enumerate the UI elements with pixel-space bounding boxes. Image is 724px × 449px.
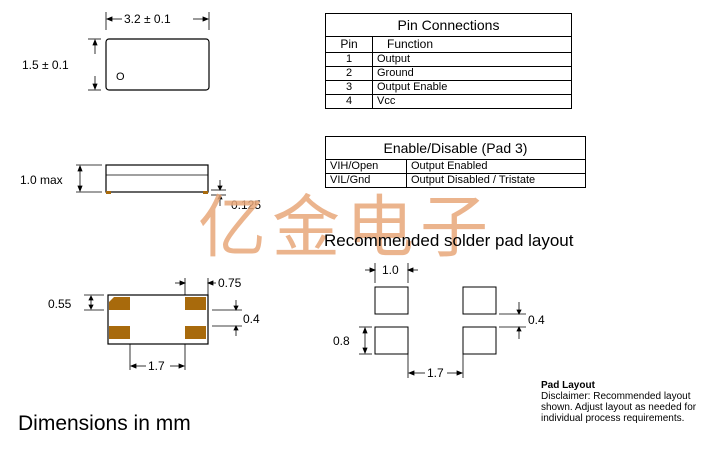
side-view-package [105,164,209,194]
top-width-label: 3.2 ± 0.1 [124,12,171,26]
enable-condition: VIL/Gnd [325,173,407,188]
solder-pad-width-label: 1.0 [382,263,399,277]
watermark-logo: 亿金电子 [198,189,495,268]
side-height-label: 1.0 max [20,173,63,187]
pin-connections-table: Pin Connections Pin Function 1 Output 2 … [325,13,572,109]
pad-length-label: 0.75 [218,276,242,290]
pin-function: Output Enable [372,80,572,95]
enable-disable-title: Enable/Disable (Pad 3) [325,136,586,160]
top-width-dimension [105,12,210,30]
solder-pad-2 [374,326,409,355]
pin-number: 4 [325,94,373,109]
top-height-label: 1.5 ± 0.1 [22,58,69,72]
table-row: 2 Ground [325,66,572,81]
solder-pad-1 [374,286,409,315]
top-height-dimension [88,38,101,91]
table-row: 4 Vcc [325,94,572,109]
pad-height-label: 0.4 [243,312,260,326]
bottom-view-package [107,294,209,345]
enable-result: Output Disabled / Tristate [406,173,586,188]
enable-disable-table: Enable/Disable (Pad 3) VIH/Open Output E… [325,136,586,188]
solder-pad-gap-label: 0.4 [528,313,545,327]
pad-thickness-label: 0.125 [231,198,262,212]
pad-pitch-label: 1.7 [148,359,165,373]
bottom-dimension-lines [84,278,242,370]
pad-layout-note-title: Pad Layout [541,380,595,391]
solder-layout-title: Recommended solder pad layout [324,231,574,250]
solder-pad-4 [462,286,497,315]
function-header: Function [372,36,572,53]
table-row: VIL/Gnd Output Disabled / Tristate [325,173,586,188]
pin-connections-title: Pin Connections [325,13,572,37]
solder-dimension-lines [359,263,526,378]
table-row: 3 Output Enable [325,80,572,95]
pad-layout-note-body: Disclaimer: Recommended layout shown. Ad… [541,391,697,424]
pin1-marker: O [116,71,125,83]
pad-spacing-label: 0.55 [48,297,72,311]
pin-number: 3 [325,80,373,95]
pad-layout-note: Pad Layout Disclaimer: Recommended layou… [541,380,721,424]
top-view-package [105,38,210,91]
enable-result: Output Enabled [406,159,586,174]
units-caption: Dimensions in mm [18,412,191,435]
bottom-pad-2 [109,326,130,339]
pin-function: Output [372,52,572,67]
pin-function: Ground [372,66,572,81]
solder-pad-3 [462,326,497,355]
pin-number: 2 [325,66,373,81]
bottom-pad-3 [185,326,206,339]
pin-header: Pin [325,36,373,53]
pin-number: 1 [325,52,373,67]
pad-thickness-dimension [211,180,226,206]
bottom-pad-4 [185,297,206,310]
side-height-dimension [76,164,102,193]
solder-pad-pitch-label: 1.7 [427,366,444,380]
solder-pad-height-label: 0.8 [333,334,350,348]
pin-function: Vcc [372,94,572,109]
bottom-pad-1 [109,297,130,310]
table-row: 1 Output [325,52,572,67]
